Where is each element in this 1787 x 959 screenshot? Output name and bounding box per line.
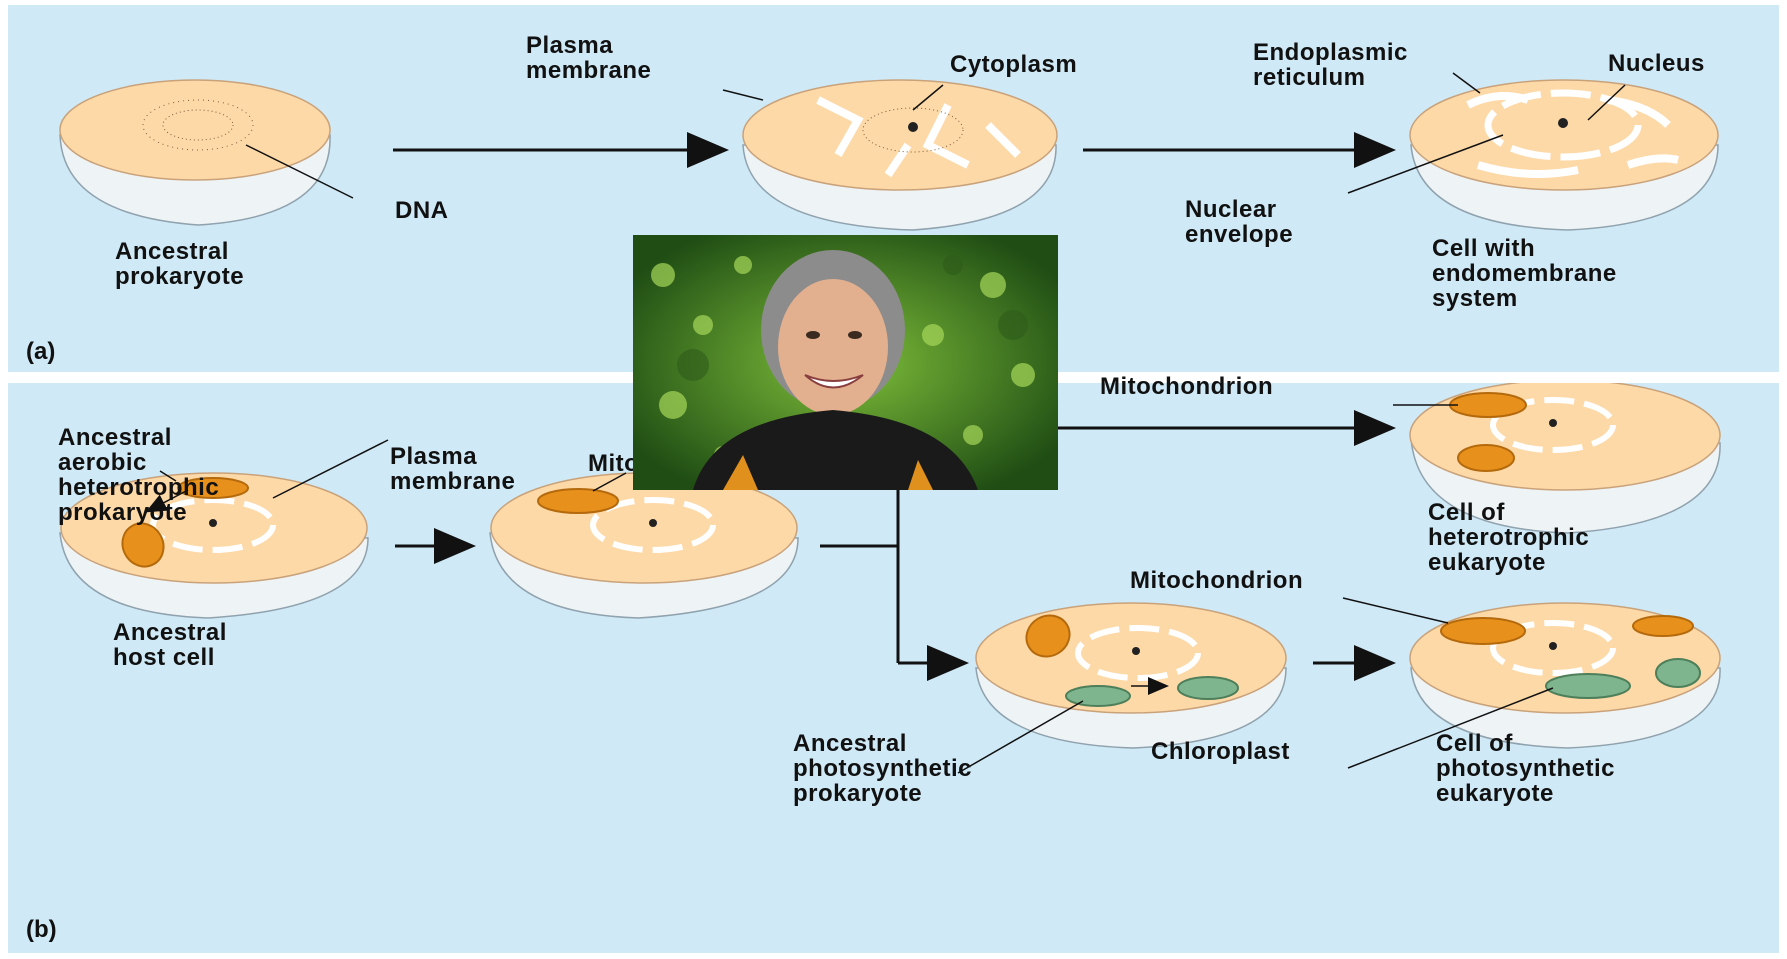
label-ancestral-host-cell: Ancestral host cell xyxy=(113,620,227,670)
label-endoplasmic-reticulum: Endoplasmic reticulum xyxy=(1253,40,1408,90)
label-chloroplast: Chloroplast xyxy=(1151,739,1290,764)
panel-b-tag: (b) xyxy=(26,916,57,944)
label-cell-heterotrophic: Cell of heterotrophic eukaryote xyxy=(1428,500,1589,575)
label-ancestral-prokaryote: Ancestral prokaryote xyxy=(115,239,244,289)
ancestral-prokaryote-cell xyxy=(60,80,330,225)
label-plasma-membrane-b: Plasma membrane xyxy=(390,444,515,494)
infolding-cell xyxy=(743,80,1057,230)
label-nuclear-envelope: Nuclear envelope xyxy=(1185,197,1293,247)
intermediate-photosynthetic-cell xyxy=(976,603,1286,748)
label-cell-with-endomembrane: Cell with endomembrane system xyxy=(1432,236,1617,311)
label-mitochondrion-3: Mitochondrion xyxy=(1130,568,1303,593)
label-ancestral-aerobic: Ancestral aerobic heterotrophic prokaryo… xyxy=(58,425,219,525)
endomembrane-cell xyxy=(1410,80,1718,230)
label-dna: DNA xyxy=(395,198,449,223)
label-cytoplasm: Cytoplasm xyxy=(950,52,1077,77)
label-ancestral-photosynthetic: Ancestral photosynthetic prokaryote xyxy=(793,731,972,806)
label-cell-photosynthetic: Cell of photosynthetic eukaryote xyxy=(1436,731,1615,806)
label-nucleus: Nucleus xyxy=(1608,51,1705,76)
cell-with-mitochondrion xyxy=(490,473,798,618)
panel-a-tag: (a) xyxy=(26,338,55,366)
photo-portrait xyxy=(633,235,1058,490)
label-plasma-membrane: Plasma membrane xyxy=(526,33,651,83)
label-mitochondrion-2: Mitochondrion xyxy=(1100,374,1273,399)
